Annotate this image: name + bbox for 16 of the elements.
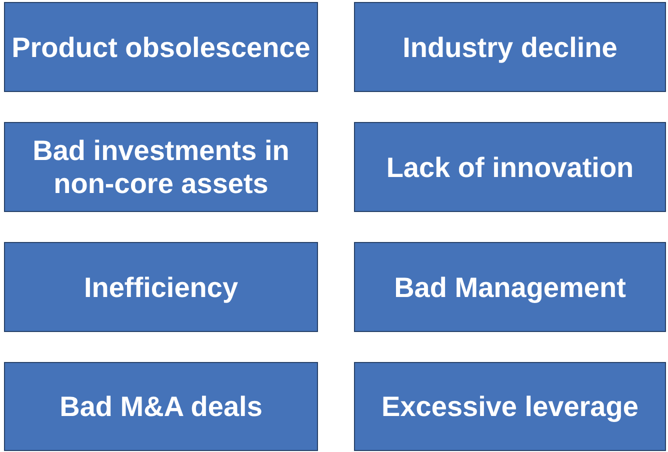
cause-box: [354, 2, 666, 92]
cause-box: [354, 362, 666, 451]
cause-box: [4, 122, 318, 212]
box-label: Bad Management: [394, 270, 626, 304]
cause-box: [354, 242, 666, 332]
box-label: Lack of innovation: [386, 150, 634, 184]
box-label: Industry decline: [402, 30, 618, 64]
cause-box: [354, 122, 666, 212]
box-label: Bad investments in non-core assets: [32, 134, 290, 200]
cause-box: [4, 362, 318, 451]
cause-box: [4, 2, 318, 92]
box-label: Product obsolescence: [12, 30, 310, 64]
box-label: Excessive leverage: [382, 390, 638, 423]
box-label: Bad M&A deals: [60, 390, 262, 423]
box-label: Inefficiency: [84, 270, 238, 304]
cause-box: [4, 242, 318, 332]
